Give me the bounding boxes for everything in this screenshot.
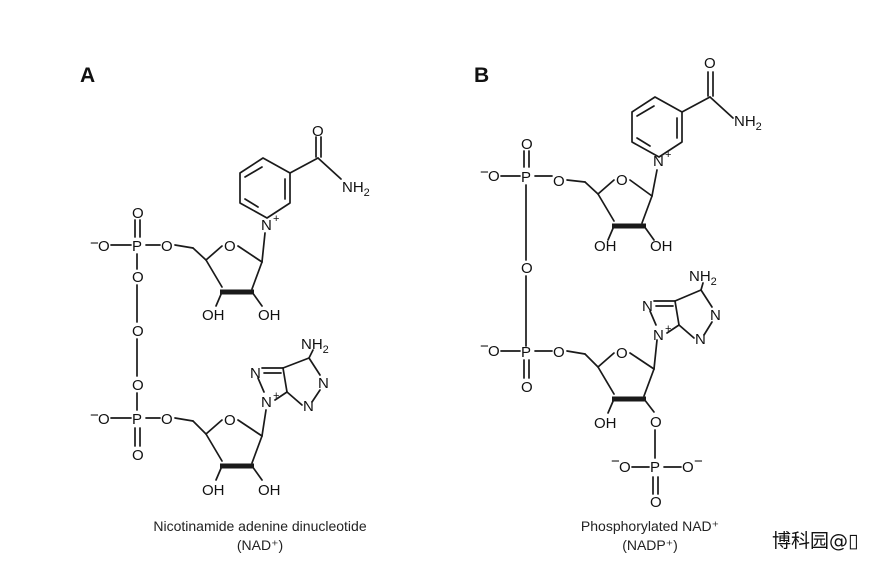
bridging-oxygen-b: O (521, 260, 533, 277)
caption-nad-name: Nicotinamide adenine dinucleotide (153, 518, 367, 534)
phosphate-o-minus-top-b: O (488, 168, 500, 185)
ribose-top-a: O OH OH O (161, 232, 281, 324)
phospho-minus-right-b: − (694, 453, 703, 470)
phosphate-oxo-top-b: O (521, 136, 533, 153)
phospho-oxo-b: O (650, 494, 662, 511)
phosphorus-bot-b: P (521, 344, 531, 361)
phosphate-bridge-a: − O P O O O O − O P O O (90, 205, 173, 464)
amide-oxygen-b: O (704, 55, 716, 72)
caption-nad-abbrev: (NAD⁺) (236, 537, 284, 553)
ring-nitrogen-a: N (261, 217, 272, 234)
nicotinamide-ring-b: O NH2 N + (631, 55, 762, 170)
ring-nitrogen-b: N (653, 153, 664, 170)
o-5prime-top-a: O (161, 238, 173, 255)
o-5prime-bot-a: O (161, 411, 173, 428)
phosphate-o-minus-top-a: O (98, 238, 110, 255)
caption-nadp-abbrev: (NADP⁺) (622, 537, 678, 553)
bridging-oxygen-a: O (132, 323, 144, 340)
ribose-bottom-a: O OH OH (174, 409, 281, 499)
panel-b-label: B (474, 64, 489, 87)
phosphate-o-minus-bot-a: O (98, 411, 110, 428)
phosphate-minus-top-b: − (480, 164, 489, 181)
o-5prime-top-b: O (553, 173, 565, 190)
o-5prime-bot-b: O (553, 344, 565, 361)
panel-a-label: A (80, 64, 95, 87)
phospho-o-left-b: O (619, 459, 631, 476)
phosphate-oxo-bot-b: O (521, 379, 533, 396)
phosphorus-2prime-b: P (650, 459, 660, 476)
oh-3prime-top-a: OH (258, 307, 281, 324)
adenine-n1-b: N (710, 307, 721, 324)
phosphate-o-minus-bot-b: O (488, 343, 500, 360)
ribose-bottom-b: O OH O (566, 339, 662, 459)
adenine-n9-a: N (261, 394, 272, 411)
oh-2prime-bot-a: OH (202, 482, 225, 499)
ring-nitrogen-charge-b: + (665, 149, 671, 161)
adenine-n3-a: N (303, 398, 314, 415)
amide-nh2-a: NH2 (342, 179, 370, 199)
ring-nitrogen-charge-a: + (273, 213, 279, 225)
adenine-n1-a: N (318, 375, 329, 392)
phosphate-oxo-bot-a: O (132, 447, 144, 464)
adenine-nh2-b: NH2 (689, 268, 717, 288)
ring-oxygen-top-a: O (224, 238, 236, 255)
oh-2prime-top-a: OH (202, 307, 225, 324)
adenine-a: N + N N N NH2 (250, 336, 329, 415)
phosphate-minus-bot-a: − (90, 407, 99, 424)
o-3prime-phospho-b: O (650, 414, 662, 431)
oh-3prime-bot-a: OH (258, 482, 281, 499)
amide-oxygen-a: O (312, 123, 324, 140)
oh-2prime-bot-b: OH (594, 415, 617, 432)
amide-nh2-b: NH2 (734, 113, 762, 133)
caption-nadp-name: Phosphorylated NAD⁺ (580, 518, 720, 534)
panel-b: B O NH2 N + O (474, 55, 762, 511)
adenine-n7-b: N (642, 298, 653, 315)
phosphorus-top-a: P (132, 238, 142, 255)
phospho-minus-left-b: − (611, 453, 620, 470)
adenine-nh2-a: NH2 (301, 336, 329, 356)
ribose-top-b: O OH OH O (553, 169, 673, 255)
ring-oxygen-bot-a: O (224, 412, 236, 429)
phosphate-2prime-b: − O P O − O (611, 453, 703, 511)
adenine-n7-a: N (250, 365, 261, 382)
phosphorus-top-b: P (521, 169, 531, 186)
phosphorus-bot-a: P (132, 411, 142, 428)
adenine-n3-b: N (695, 331, 706, 348)
oh-3prime-top-b: OH (650, 238, 673, 255)
phosphate-minus-top-a: − (90, 235, 99, 252)
panel-a: A O NH2 N + (80, 64, 370, 499)
phosphate-o-lower-top-a: O (132, 269, 144, 286)
adenine-n9-charge-b: + (665, 323, 671, 335)
ring-oxygen-bot-b: O (616, 345, 628, 362)
phosphate-minus-bot-b: − (480, 338, 489, 355)
watermark: 博科园@▯ (772, 530, 859, 552)
phosphate-oxo-top-a: O (132, 205, 144, 222)
phospho-o-right-b: O (682, 459, 694, 476)
phosphate-bridge-b: − O P O O − O P O O (480, 136, 565, 396)
adenine-b: N + N N N NH2 (642, 268, 721, 348)
caption-nadp: Phosphorylated NAD⁺ (NADP⁺) (520, 517, 780, 555)
nicotinamide-ring-a: O NH2 N + (239, 123, 370, 234)
adenine-n9-charge-a: + (273, 390, 279, 402)
oh-2prime-top-b: OH (594, 238, 617, 255)
adenine-n9-b: N (653, 327, 664, 344)
phosphate-o-upper-bot-a: O (132, 377, 144, 394)
caption-nad: Nicotinamide adenine dinucleotide (NAD⁺) (110, 517, 410, 555)
ring-oxygen-top-b: O (616, 172, 628, 189)
